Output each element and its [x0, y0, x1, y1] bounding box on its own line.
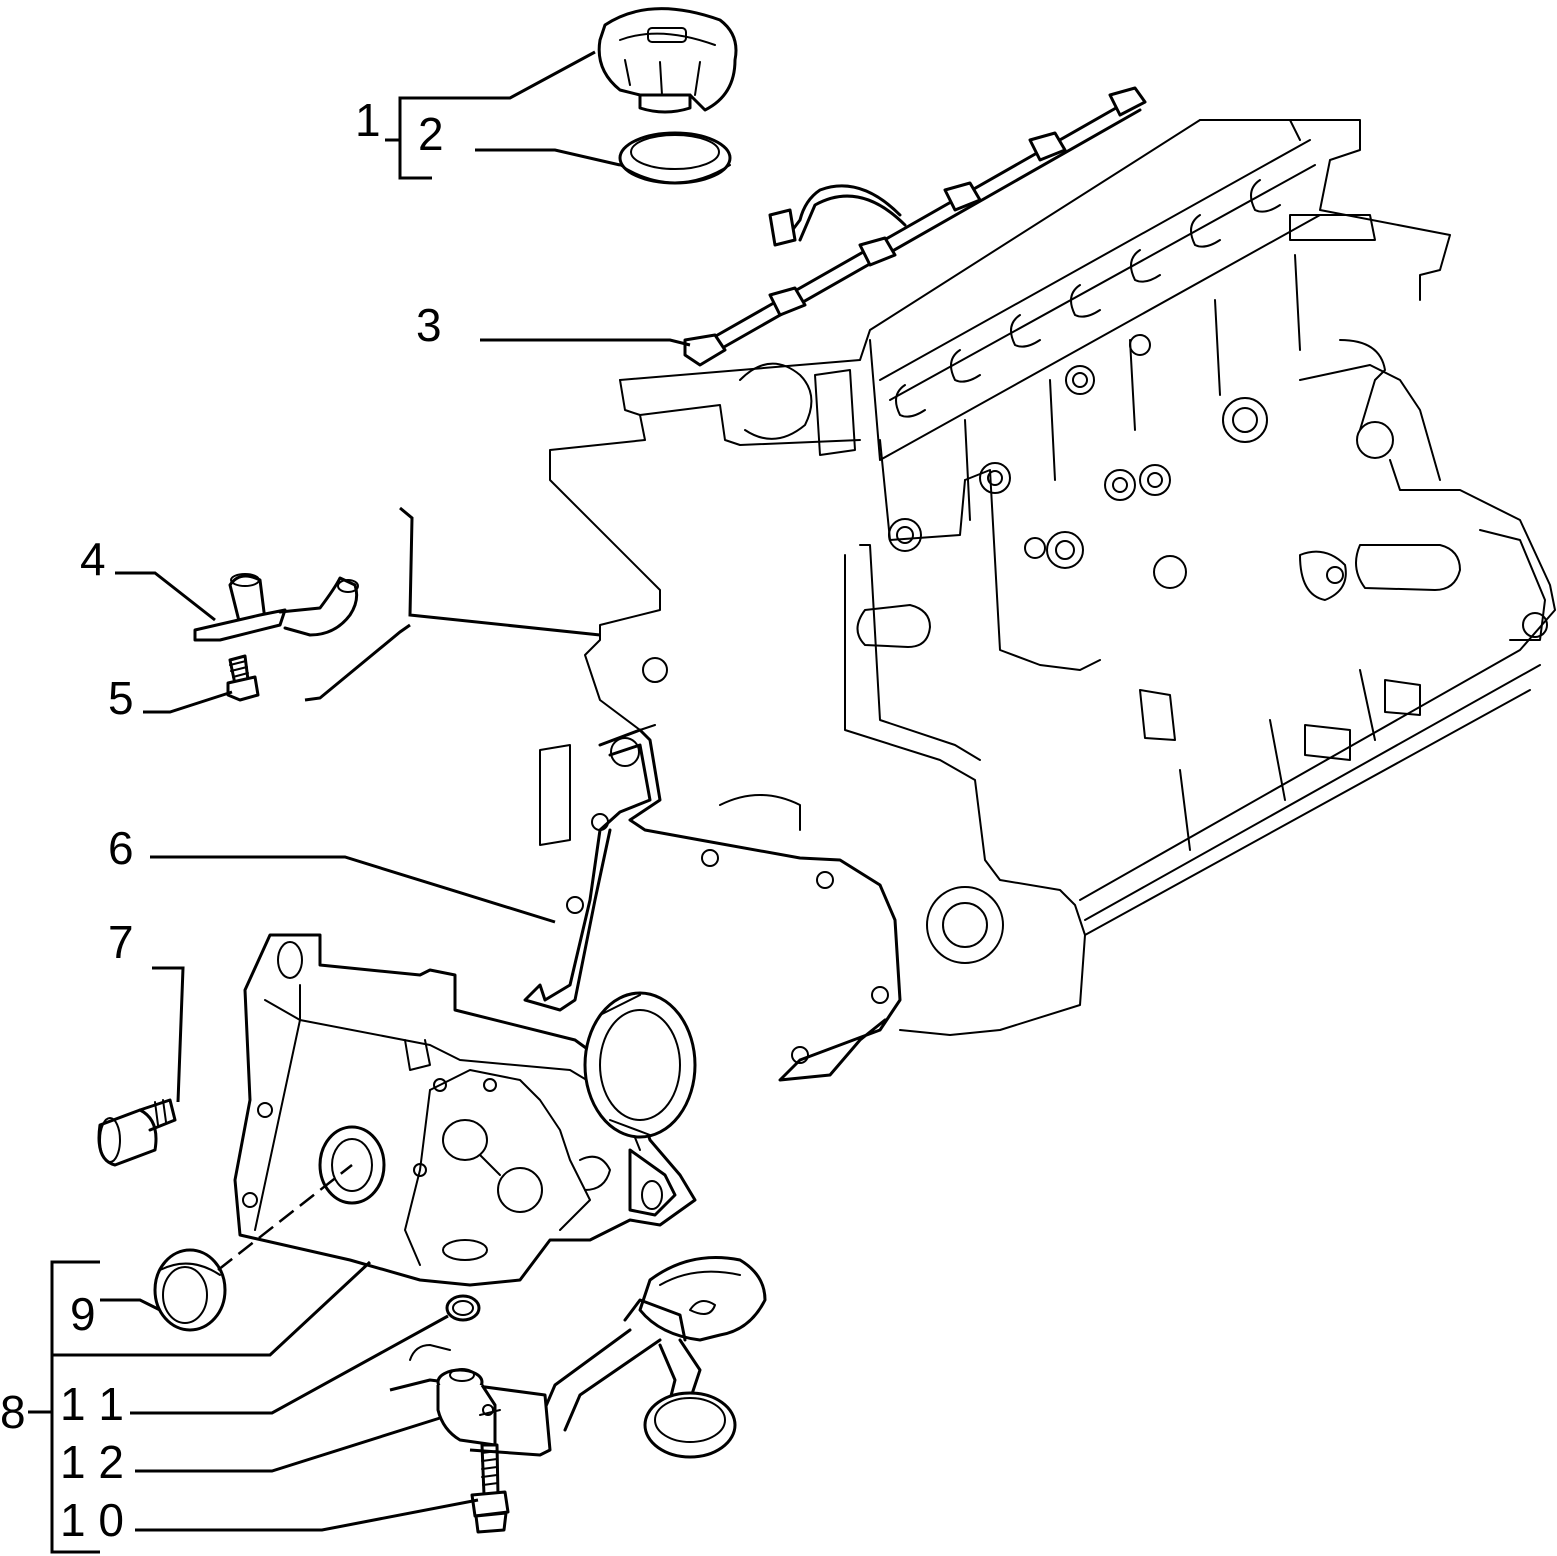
callout-8: 8	[0, 1386, 26, 1438]
gasket-icon	[523, 728, 902, 1082]
callout-12: 1 2	[60, 1436, 124, 1488]
callout-9: 9	[70, 1288, 96, 1340]
oil-spray-tube-icon	[683, 86, 1147, 367]
oil-jet-nozzle-icon	[193, 573, 359, 642]
callout-numbers: 1 2 3 4 5 6 7 8 9 1 1 1 2 1 0	[0, 94, 444, 1546]
oil-filler-cap-icon	[597, 7, 738, 114]
engine-block-outline	[549, 119, 1556, 1036]
callout-7: 7	[108, 916, 134, 968]
bolt-icon	[470, 1443, 510, 1534]
pressure-switch-icon	[97, 1098, 177, 1167]
shaft-seal-icon	[153, 1248, 227, 1332]
leader-lines	[28, 50, 691, 1554]
callout-6: 6	[108, 822, 134, 874]
o-ring-icon	[445, 1294, 481, 1322]
callout-1: 1	[355, 94, 381, 146]
callout-2: 2	[418, 108, 444, 160]
callout-3: 3	[416, 299, 442, 351]
oil-pump-assembly-icon	[233, 933, 697, 1287]
callout-5: 5	[108, 672, 134, 724]
callout-10: 1 0	[60, 1494, 124, 1546]
callout-4: 4	[80, 533, 106, 585]
oil-strainer-icon	[389, 1256, 767, 1459]
cap-seal-ring-icon	[618, 131, 732, 185]
callout-11: 1 1	[60, 1378, 124, 1430]
screw-icon	[226, 654, 260, 702]
